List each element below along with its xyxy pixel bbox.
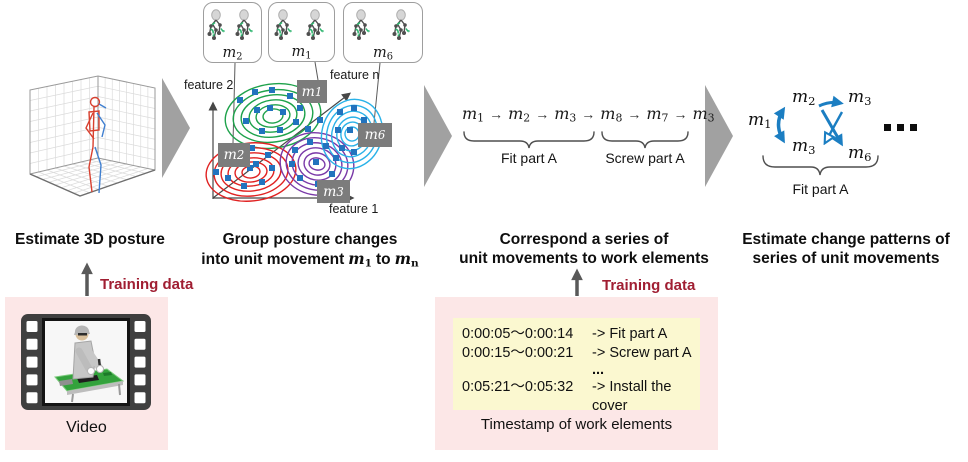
seq-arrow: → xyxy=(581,106,596,123)
pattern-col1-m2: m2 xyxy=(792,87,816,108)
training-arrows xyxy=(81,262,583,296)
caption-step2-line2: into unit movement m1 to mn xyxy=(176,249,444,274)
seq-arrow: → xyxy=(627,106,642,123)
training-data-label-mid: Training data xyxy=(602,277,696,294)
timestamp-row: ... xyxy=(462,363,700,378)
caption-step4-line2: series of unit movements xyxy=(752,250,940,267)
caption-math-mn: mn xyxy=(394,249,419,270)
skeleton-red xyxy=(85,96,101,193)
caption-step1: Estimate 3D posture xyxy=(0,230,180,249)
caption-text: to xyxy=(375,251,391,268)
brace-pattern xyxy=(762,155,879,176)
work-element-screw-a: Screw part A xyxy=(605,150,685,166)
timestamp-caption: Timestamp of work elements xyxy=(480,416,673,433)
caption-step3: Correspond a series of unit movements to… xyxy=(444,230,724,268)
ellipsis-icon xyxy=(884,124,917,131)
timestamp-list: 0:00:05～0:00:14 -> Fit part A 0:00:15～0:… xyxy=(453,318,700,414)
flow-arrows xyxy=(162,78,733,187)
braces xyxy=(463,131,879,176)
axis-label-feature1: feature 1 xyxy=(329,202,379,216)
seq-m7: m7 xyxy=(646,104,669,125)
seq-m3b: m3 xyxy=(692,104,715,125)
pattern-arrows xyxy=(773,95,844,147)
caption-step3-line2: unit movements to work elements xyxy=(459,250,709,267)
timestamp-time: 0:00:05～0:00:14 xyxy=(462,326,574,342)
timestamp-row: 0:00:05～0:00:14 -> Fit part A xyxy=(462,325,700,344)
pattern-col1-m3: m3 xyxy=(792,136,816,157)
brace-fit-a xyxy=(463,131,595,149)
caption-text: into unit movement xyxy=(201,251,345,268)
caption-step4: Estimate change patterns of series of un… xyxy=(724,230,968,268)
pose-box-label: m1 xyxy=(291,43,312,61)
timestamp-row: 0:00:15～0:00:21 -> Screw part A xyxy=(462,344,700,363)
pose-box-label: m2 xyxy=(222,44,243,62)
pattern-col2-m3: m3 xyxy=(848,87,872,108)
caption-step1-line1: Estimate 3D posture xyxy=(15,231,165,248)
flow-arrow-2 xyxy=(424,85,452,187)
caption-step2: Group posture changes into unit movement… xyxy=(176,230,444,274)
seq-m2: m2 xyxy=(508,104,531,125)
timestamp-time xyxy=(462,363,592,378)
timestamp-work: -> Screw part A xyxy=(592,345,692,361)
flow-arrow-3 xyxy=(705,85,733,187)
seq-arrow: → xyxy=(535,106,550,123)
training-data-label-left: Training data xyxy=(100,276,194,293)
pattern-m1: m1 xyxy=(748,110,772,131)
axis-label-featuren: feature n xyxy=(330,68,380,82)
seq-m8: m8 xyxy=(600,104,623,125)
caption-step4-line1: Estimate change patterns of xyxy=(742,231,950,248)
timestamp-time: 0:00:15～0:00:21 xyxy=(462,345,574,361)
pose-graphs xyxy=(206,9,254,41)
brace-screw-a xyxy=(601,131,689,149)
worker-illustration xyxy=(54,325,125,403)
pose-box-m2: m2 xyxy=(203,2,262,63)
timestamp-time: 0:05:21～0:05:32 xyxy=(462,379,574,395)
caption-step3-line1: Correspond a series of xyxy=(499,231,669,248)
caption-step2-line1: Group posture changes xyxy=(222,231,398,248)
seq-arrow: → xyxy=(489,106,504,123)
cluster-green xyxy=(224,82,322,150)
axis-label-feature2: feature 2 xyxy=(184,78,234,92)
timestamp-work: -> Install the cover xyxy=(592,379,672,414)
pose-box-label: m6 xyxy=(372,44,393,62)
seq-arrow: → xyxy=(673,106,688,123)
caption-math-m1: m1 xyxy=(348,249,372,270)
3d-posture-plot xyxy=(29,75,156,197)
pose-graphs xyxy=(351,9,411,41)
seq-m3: m3 xyxy=(554,104,577,125)
flow-arrow-1 xyxy=(162,78,190,178)
work-element-fit-a: Fit part A xyxy=(500,150,558,166)
video-training-box: Video xyxy=(5,297,168,450)
pattern-brace-label: Fit part A xyxy=(792,181,849,197)
pattern-col2-m6: m6 xyxy=(848,143,872,164)
video-label: Video xyxy=(66,419,107,436)
seq-m1: m1 xyxy=(462,104,485,125)
pose-graphs xyxy=(273,9,325,41)
timestamp-row: 0:05:21～0:05:32 -> Install the cover xyxy=(462,378,700,416)
film-strip-icon xyxy=(21,314,151,410)
pose-box-m1: m1 xyxy=(268,2,335,62)
timestamp-training-box: 0:00:05～0:00:14 -> Fit part A 0:00:15～0:… xyxy=(435,297,718,450)
pose-box-m6: m6 xyxy=(343,2,423,63)
timestamp-work: ... xyxy=(592,362,605,378)
movement-sequence: m1 → m2 → m3 → m8 → m7 → m3 xyxy=(461,104,716,125)
skeleton-blue xyxy=(94,103,107,194)
timestamp-work: -> Fit part A xyxy=(592,326,668,342)
